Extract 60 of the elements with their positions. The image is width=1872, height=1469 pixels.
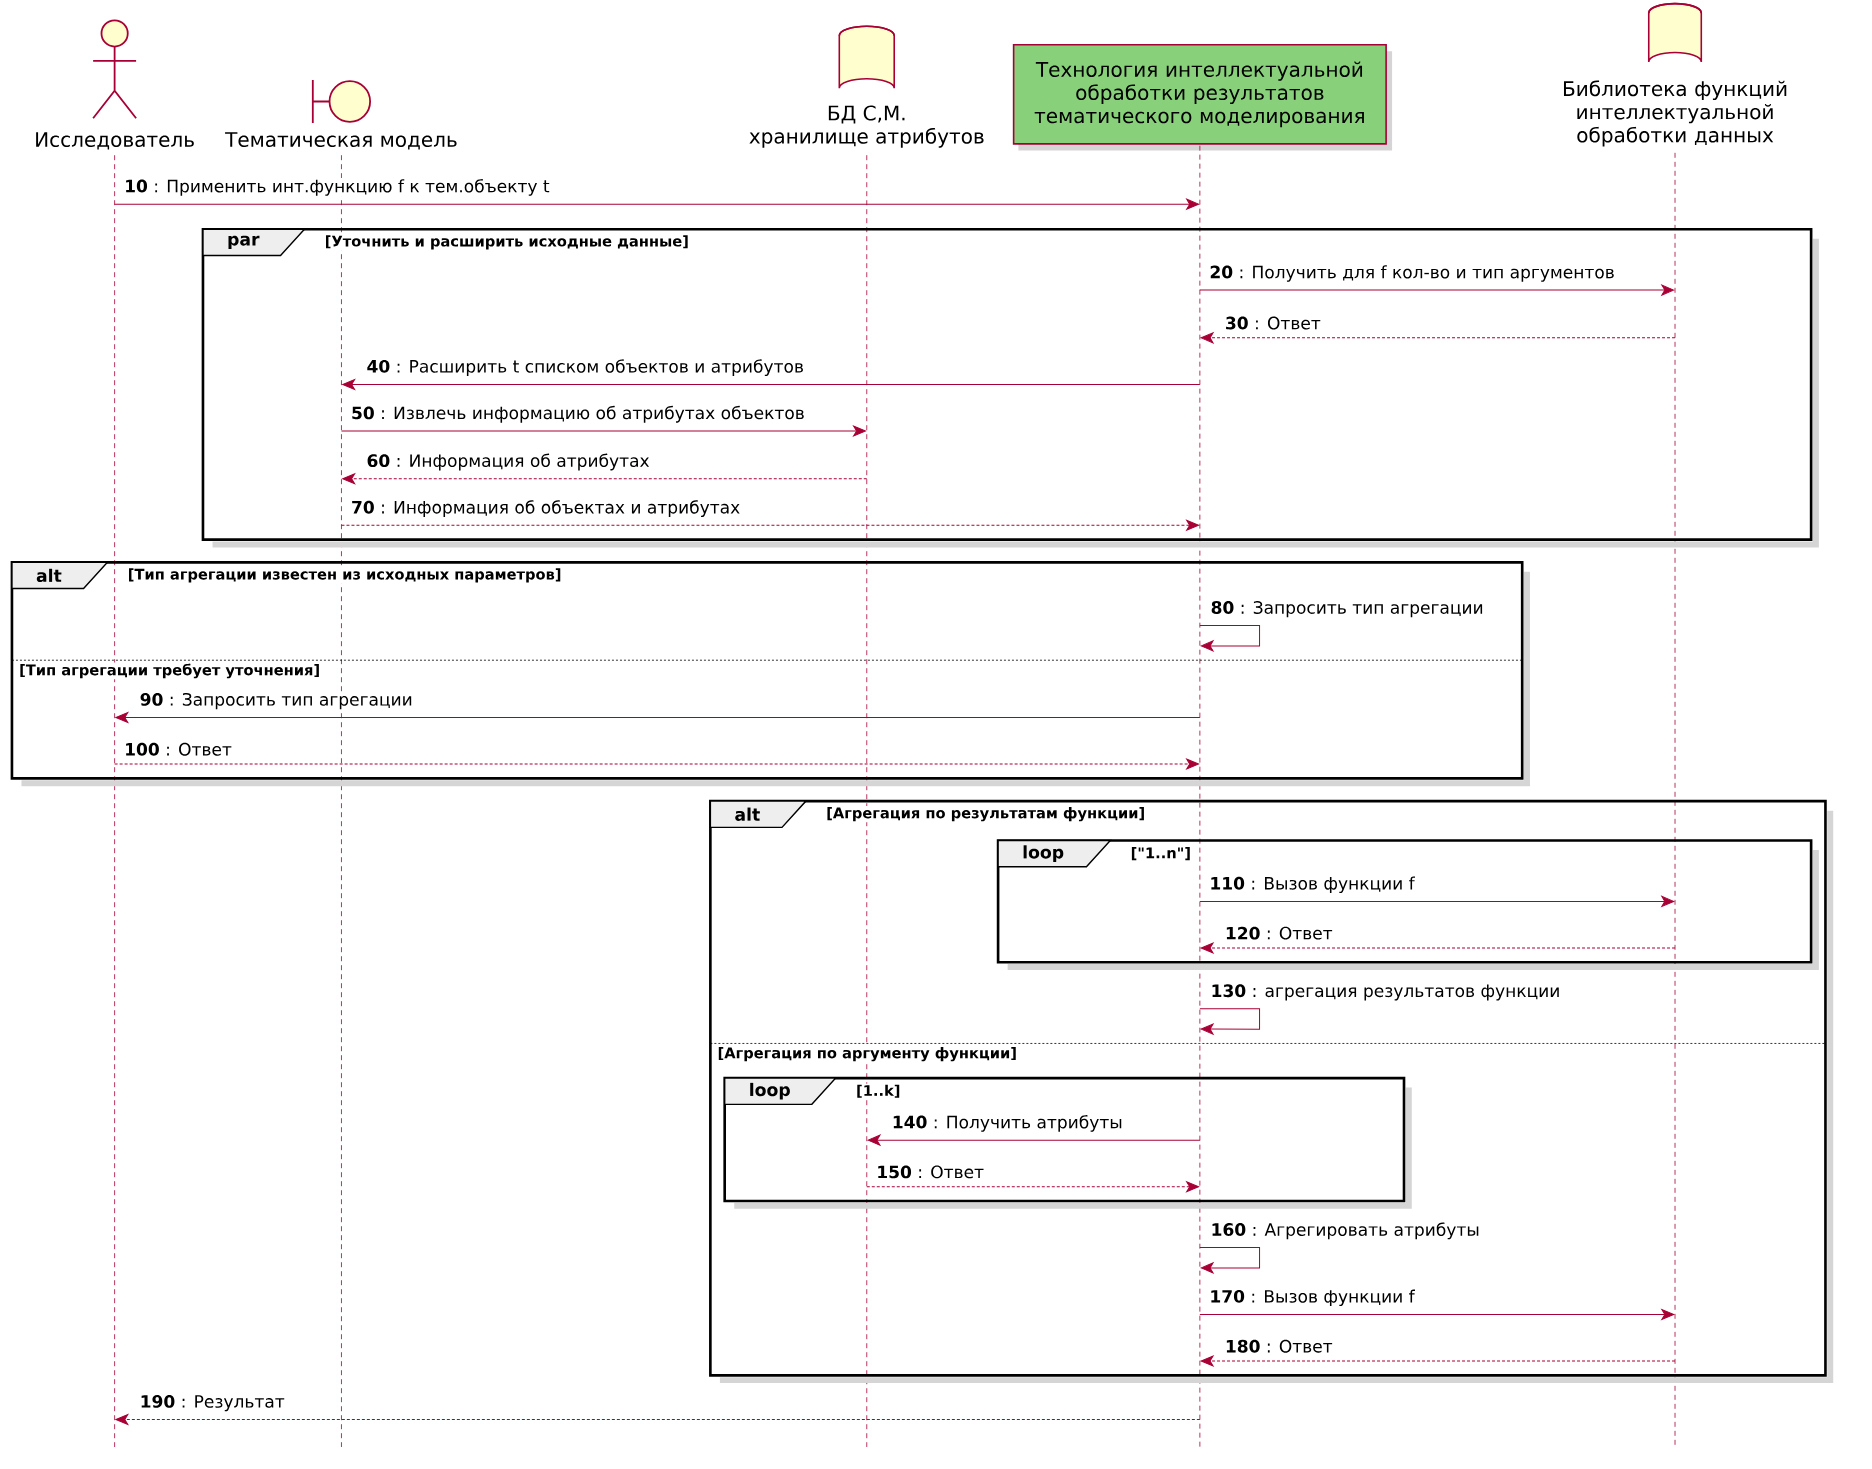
edge-label: 120 : Ответ xyxy=(1223,925,1334,941)
edge-label: 100 : Ответ xyxy=(123,741,233,757)
edge-label: 50 : Извлечь информацию об атрибутах объектов xyxy=(350,404,806,424)
edge-label: 140 : Получить атрибуты xyxy=(890,1114,1124,1133)
lifeline xyxy=(341,154,342,1448)
edge-label: 30 : Ответ xyxy=(1223,315,1322,331)
fragment-tab: alt xyxy=(11,561,110,590)
edge-label: 130 : агрегация результатов функции xyxy=(1209,983,1562,1002)
lifeline xyxy=(1674,152,1676,1448)
participant-name: Исследователь xyxy=(33,131,197,151)
message-arrow xyxy=(1200,1355,1676,1367)
fragment-tab: loop xyxy=(997,839,1112,868)
guard-label: [Тип агрегации известен из исходных параметров] xyxy=(126,567,563,584)
self-message-arrow xyxy=(1199,1008,1261,1035)
message-arrow xyxy=(340,425,866,437)
self-message-arrow xyxy=(1199,625,1261,652)
participant-name: БД С,М. хранилище атрибутов xyxy=(747,104,986,149)
edge-label: 80 : Запросить тип агрегации xyxy=(1209,600,1485,619)
message-arrow xyxy=(1200,332,1676,344)
lifeline xyxy=(866,154,868,1448)
message-arrow xyxy=(1200,942,1676,954)
guard-label: [Тип агрегации требует уточнения] xyxy=(18,662,322,680)
edge-label: 20 : Получить для f кол-во и тип аргументов xyxy=(1208,264,1616,283)
edge-label: 160 : Агрегировать атрибуты xyxy=(1209,1221,1481,1241)
edge-label: 40 : Расширить t списком объектов и атрибутов xyxy=(365,358,805,378)
participant-name: Тематическая модель xyxy=(224,131,459,151)
message-arrow xyxy=(1199,895,1675,907)
message-arrow xyxy=(114,198,1200,210)
edge-label: 110 : Вызов функции f xyxy=(1208,875,1416,894)
edge-label: 180 : Ответ xyxy=(1223,1338,1334,1354)
guard-label: [Агрегация по результатам функции] xyxy=(825,806,1147,823)
message-arrow xyxy=(867,1134,1201,1146)
edge-label: 170 : Вызов функции f xyxy=(1208,1288,1416,1308)
guard-label: [Уточнить и расширить исходные данные] xyxy=(323,234,690,251)
guard-label: [1..k] xyxy=(855,1083,902,1099)
participant-box: Технология интеллектуальной обработки результатов тематического моделирования xyxy=(1012,43,1393,151)
message-arrow xyxy=(1199,284,1675,296)
message-arrow xyxy=(342,473,868,485)
edge-label: 70 : Информация об объектах и атрибутах xyxy=(350,499,742,518)
message-arrow xyxy=(114,758,1200,770)
message-arrow xyxy=(115,1414,1201,1425)
guard-label: ["1..n"] xyxy=(1129,846,1192,862)
edge-label: 60 : Информация об атрибутах xyxy=(365,452,651,472)
participant-name: Библиотека функций интеллектуальной обработки данных xyxy=(1545,79,1805,148)
message-arrow xyxy=(342,378,1201,390)
guard-label: [Агрегация по аргументу функции] xyxy=(716,1046,1018,1063)
message-arrow xyxy=(866,1181,1200,1193)
self-message-arrow xyxy=(1199,1247,1261,1274)
edge-label: 90 : Запросить тип агрегации xyxy=(138,691,414,711)
message-arrow xyxy=(1199,1309,1675,1320)
lifeline xyxy=(1199,145,1201,1448)
message-arrow xyxy=(115,712,1201,723)
edge-label: 150 : Ответ xyxy=(875,1164,986,1180)
fragment-tab: alt xyxy=(709,800,808,829)
edge-label: 190 : Результат xyxy=(138,1394,286,1413)
fragment-tab: loop xyxy=(723,1077,838,1106)
message-arrow xyxy=(340,519,1200,531)
edge-label: 10 : Применить инт.функцию f к тем.объекту t xyxy=(123,178,551,197)
fragment-tab: par xyxy=(202,228,307,257)
lifeline xyxy=(114,154,116,1448)
